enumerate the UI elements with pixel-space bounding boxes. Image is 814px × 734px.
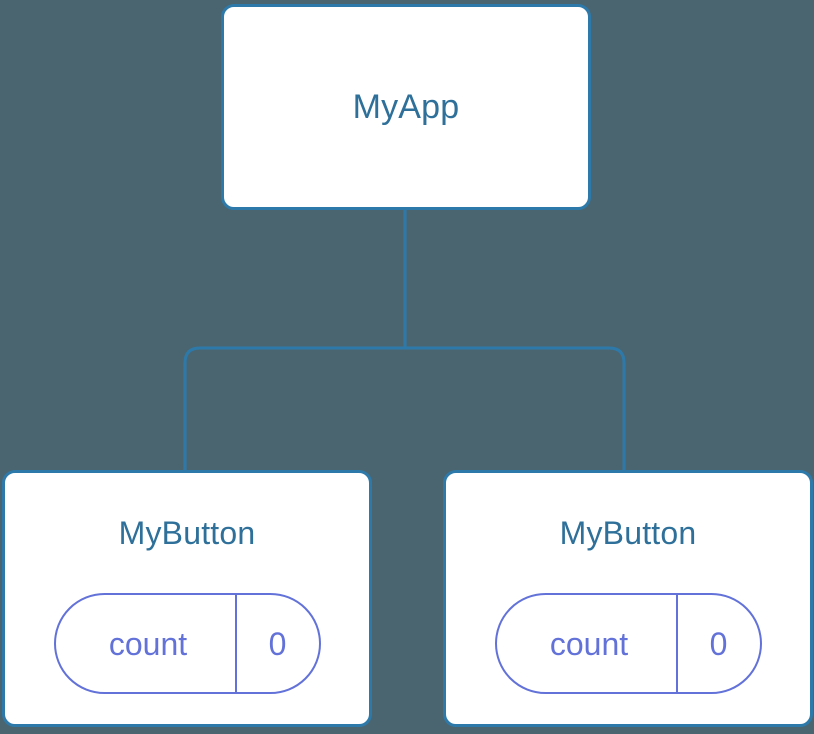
node-title: MyApp xyxy=(352,88,460,126)
state-value: 0 xyxy=(268,625,287,662)
node-title: MyButton xyxy=(118,515,256,551)
state-key: count xyxy=(56,595,237,692)
edge-root-to-child-left xyxy=(183,346,405,470)
edge-root-to-child-right xyxy=(405,346,626,470)
state-key: count xyxy=(497,595,678,692)
node-title: MyButton xyxy=(559,515,697,551)
state-pill-count[interactable]: count 0 xyxy=(53,593,321,694)
node-mybutton-left[interactable]: MyButton count 0 xyxy=(2,470,372,727)
node-myapp[interactable]: MyApp xyxy=(221,4,591,210)
state-value: 0 xyxy=(709,625,728,662)
state-pill-count[interactable]: count 0 xyxy=(494,593,762,694)
node-mybutton-right[interactable]: MyButton count 0 xyxy=(443,470,813,727)
